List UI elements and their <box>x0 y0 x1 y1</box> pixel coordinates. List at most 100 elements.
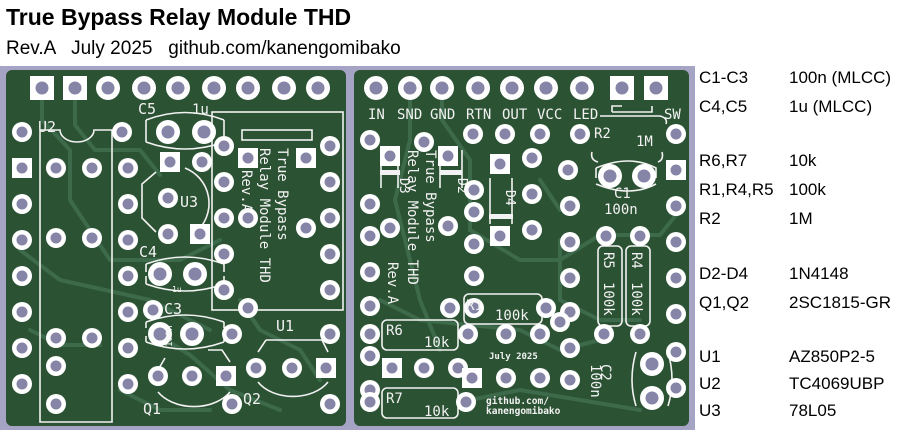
drill-hole <box>218 140 230 152</box>
drill-hole <box>218 248 230 260</box>
label-d2: D2 <box>454 178 469 194</box>
label-c1: C1 <box>614 186 631 202</box>
bom-ref: U3 <box>699 401 721 420</box>
label-r5-value: 100k <box>600 282 616 316</box>
drill-hole <box>186 370 198 382</box>
drill-hole <box>468 184 480 196</box>
label-c3: C3 <box>164 300 182 318</box>
drill-hole <box>286 362 298 374</box>
drill-hole <box>534 328 546 340</box>
drill-hole <box>364 134 376 146</box>
pads <box>12 76 686 414</box>
label-q2: Q2 <box>243 390 261 408</box>
drill-hole <box>384 222 396 234</box>
label-c5-value: 1u <box>192 102 209 118</box>
d4-band <box>489 214 513 219</box>
drill-hole <box>364 300 376 312</box>
drill-hole <box>122 342 134 354</box>
relay-text-line2: Relay Module THD <box>256 148 272 283</box>
drill-hole <box>494 158 506 170</box>
drill-hole <box>86 332 98 344</box>
c3-outline <box>145 314 225 350</box>
drill-hole <box>324 248 336 260</box>
drill-hole <box>116 126 128 138</box>
drill-hole <box>300 152 312 164</box>
vert-text-line1: True Bypass <box>422 150 438 243</box>
drill-hole <box>418 362 430 374</box>
c4-outline <box>145 256 225 292</box>
drill-hole <box>670 164 682 176</box>
drill-hole <box>364 198 376 210</box>
drill-hole <box>137 81 151 95</box>
drill-hole <box>242 212 254 224</box>
bom-ref: R6,R7 <box>699 151 748 170</box>
drill-hole <box>468 270 480 282</box>
drill-hole <box>162 228 174 240</box>
drill-hole <box>164 156 176 168</box>
label-r5: R5 <box>600 252 616 269</box>
label-r4-value: 100k <box>628 282 644 316</box>
label-c5: C5 <box>138 100 156 118</box>
vert-text-line2: Relay Module THD <box>404 150 420 285</box>
drill-hole <box>649 81 663 95</box>
drill-hole <box>122 234 134 246</box>
drill-hole <box>603 169 617 183</box>
label-r2-value: 1M <box>636 134 653 150</box>
page-title: True Bypass Relay Module THD <box>6 4 352 30</box>
drill-hole <box>494 230 506 242</box>
label-r7: R7 <box>386 391 403 407</box>
pin-label-snd: SND <box>397 107 422 123</box>
bom-ref: U1 <box>699 347 721 366</box>
silk-text-left: U2 C5 1u U3 C4 1u C3 100n U1 Q1 Q2 True … <box>38 100 294 418</box>
bom-ref: C4,C5 <box>699 97 748 116</box>
c1-outline <box>595 160 657 192</box>
bom-ref: D2-D4 <box>699 264 749 283</box>
drill-hole <box>185 327 199 341</box>
drill-hole <box>645 391 659 405</box>
bom-ref: Q1,Q2 <box>699 293 750 312</box>
drill-hole <box>311 81 325 95</box>
drill-hole <box>444 302 456 314</box>
drill-hole <box>68 81 82 95</box>
label-c2: C2 <box>597 364 613 381</box>
drill-hole <box>364 396 376 408</box>
drill-hole <box>188 267 202 281</box>
bom-value: 2SC1815-GR <box>789 293 892 312</box>
drill-hole <box>386 362 398 374</box>
bom-ref: R2 <box>699 209 721 228</box>
label-r6-value: 10k <box>424 335 450 351</box>
drill-hole <box>226 328 238 340</box>
pin-label-rtn: RTN <box>466 107 491 123</box>
silk-left <box>39 111 344 423</box>
label-d4: D4 <box>502 190 517 206</box>
bom-ref: R1,R4,R5 <box>699 180 774 199</box>
label-r1: R1 <box>466 298 483 314</box>
drill-hole <box>153 267 167 281</box>
pin-label-sw: SW <box>664 107 681 123</box>
drill-hole <box>462 328 474 340</box>
drill-hole <box>86 162 98 174</box>
drill-hole <box>101 81 115 95</box>
drill-hole <box>564 342 576 354</box>
c5-outline <box>145 111 225 150</box>
label-url-line2: kanengomibako <box>486 406 561 417</box>
bom-value: 100k <box>789 180 826 199</box>
drill-hole <box>242 302 254 314</box>
drill-hole <box>645 357 659 371</box>
pin-label-led: LED <box>573 107 598 123</box>
drill-hole <box>499 128 511 140</box>
drill-hole <box>369 81 383 95</box>
bom-value: TC4069UBP <box>789 374 885 393</box>
bom-value: 78L05 <box>789 401 837 420</box>
drill-hole <box>324 284 336 296</box>
vert-text-line3: Rev.A <box>384 262 400 305</box>
drill-hole <box>435 81 449 95</box>
relay-text-line3: Rev.A <box>238 170 254 213</box>
drill-hole <box>539 81 553 95</box>
r2-bracket <box>590 151 664 163</box>
drill-hole <box>364 266 376 278</box>
drill-hole <box>364 328 376 340</box>
drill-hole <box>442 220 454 232</box>
drill-hole <box>86 232 98 244</box>
label-r6: R6 <box>386 323 403 339</box>
